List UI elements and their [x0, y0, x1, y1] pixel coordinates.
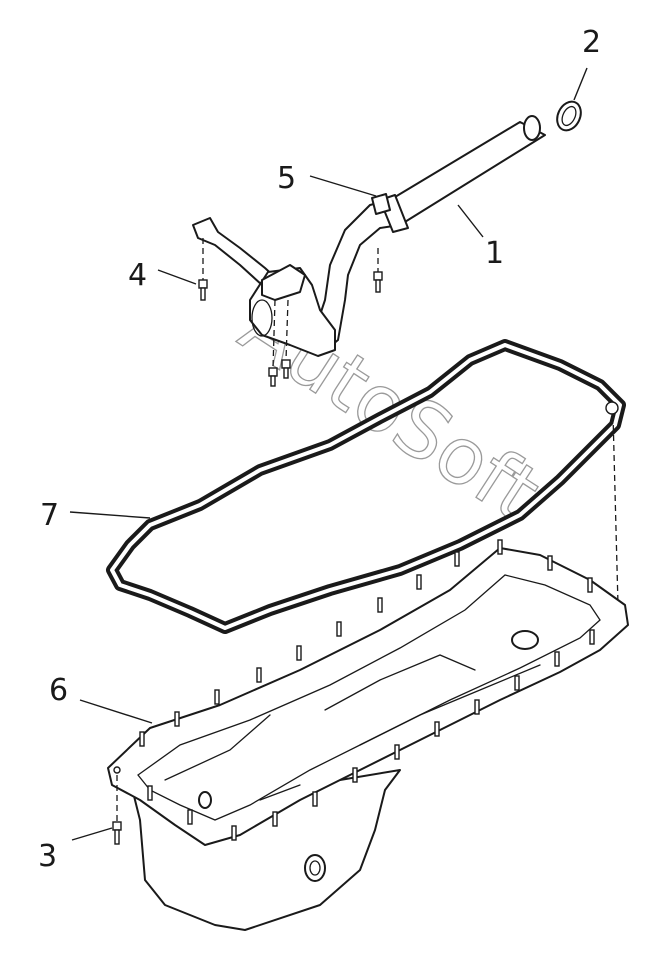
leader-line-7: [69, 511, 151, 519]
leader-line-5: [309, 175, 377, 197]
leader-line-2: [573, 67, 588, 101]
pan-studs: [113, 539, 595, 841]
callout-3: 3: [38, 839, 57, 874]
callout-1: 1: [485, 236, 504, 271]
callout-6: 6: [49, 673, 68, 708]
o-ring: [556, 100, 582, 132]
callout-4: 4: [128, 258, 147, 293]
callout-5: 5: [277, 161, 296, 196]
leader-line-4: [157, 269, 197, 285]
callout-7: 7: [40, 498, 59, 533]
alignment-line: [612, 414, 619, 606]
oil-pan-gasket: [106, 339, 626, 634]
tube-bolts: [198, 238, 383, 387]
pan-bolt: [112, 775, 122, 845]
oil-suction-tube: [192, 115, 546, 387]
oil-pan: [107, 539, 629, 931]
tube-clamp: [371, 193, 409, 233]
leader-line-1: [457, 204, 484, 238]
leader-line-3: [71, 827, 113, 841]
leader-line-6: [79, 699, 153, 724]
callout-2: 2: [582, 25, 601, 60]
